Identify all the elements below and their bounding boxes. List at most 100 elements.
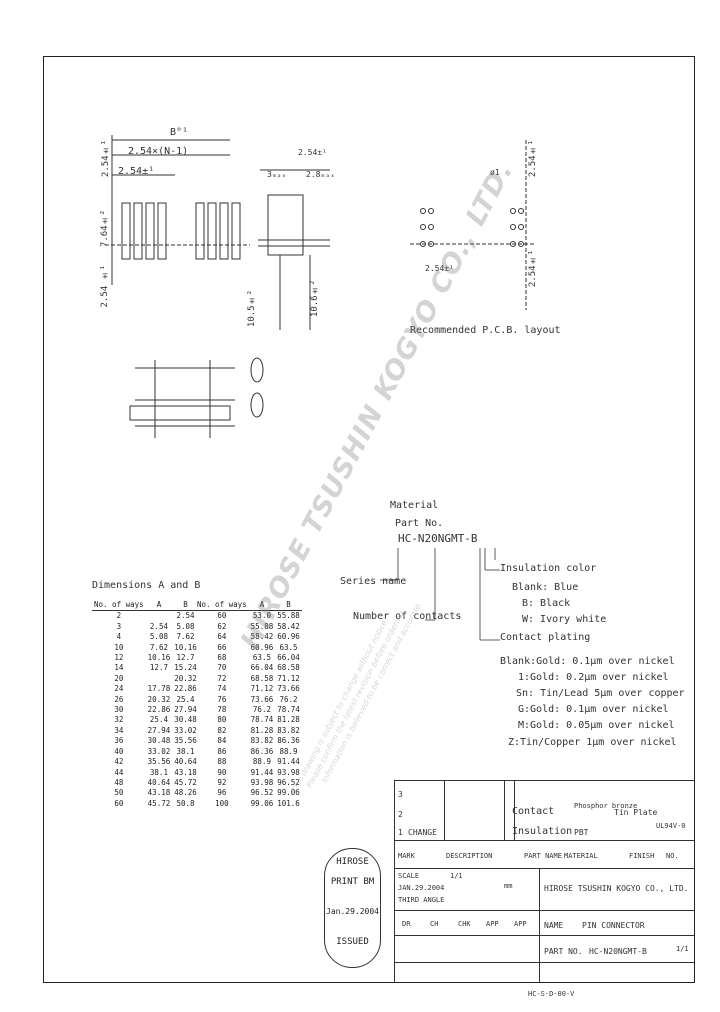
drawing-sheet	[43, 56, 695, 983]
table-cell: 14	[114, 663, 124, 673]
table-cell: 66.04	[250, 663, 274, 673]
table-cell: 35.56	[174, 736, 197, 746]
table-cell: 78	[217, 705, 227, 715]
part-no-value-tb: HC-N20NGMT-B	[589, 947, 647, 956]
table-cell: 20.32	[147, 694, 171, 704]
scale-value: 1/1	[450, 872, 463, 880]
table-cell: 90	[217, 767, 227, 777]
table-cell: 7.62	[176, 632, 195, 642]
table-cell: 72	[217, 673, 227, 683]
table-cell: 2	[116, 611, 122, 621]
table-cell: 32	[114, 715, 124, 725]
table-cell: 60	[217, 611, 227, 621]
rev-change: CHANGE	[408, 828, 437, 837]
table-cell: 81.28	[250, 725, 274, 735]
plating-option-4: G:Gold: 0.1μm over nickel	[518, 704, 669, 715]
table-cell: 68.58	[277, 663, 300, 673]
contact-label: Contact	[512, 806, 555, 817]
pcb-vert-dim1: 2.54±¹	[528, 140, 538, 178]
table-cell: 100	[215, 798, 229, 808]
color-option-2: B: Black	[522, 598, 571, 609]
contact-plating-label: Contact plating	[500, 632, 591, 643]
insulation-label: Insulation	[512, 826, 573, 837]
table-cell: 86.36	[250, 746, 274, 756]
table-cell: 60.96	[250, 642, 274, 652]
insulation-grade: UL94V-0	[656, 822, 686, 830]
side-dim-pitch: 2.54±¹	[298, 148, 327, 157]
table-cell: 48.26	[174, 788, 197, 798]
table-cell: 40.64	[147, 777, 171, 787]
role-dr: DR	[402, 920, 411, 928]
table-cell: 27.94	[147, 725, 171, 735]
dim-vert-height: 7.64±²	[100, 210, 110, 248]
table-cell: 58.42	[277, 621, 300, 631]
table-cell: 78.74	[277, 705, 300, 715]
issued-stamp: HIROSE PRINT BM Jan.29.2004 ISSUED	[324, 848, 381, 968]
table-cell: 82	[217, 725, 227, 735]
insulation-value: PBT	[574, 828, 589, 837]
table-cell: 4	[116, 632, 122, 642]
table-cell: 45.72	[147, 798, 171, 808]
table-cell: 63.5	[279, 642, 298, 652]
table-cell: 33.02	[174, 725, 197, 735]
table-cell: 81.28	[277, 715, 300, 725]
table-cell: 68.58	[250, 673, 274, 683]
part-name-header: PART NAME	[524, 852, 562, 860]
material-label: Material	[390, 500, 439, 511]
table-cell: 22.86	[147, 705, 171, 715]
role-ch: CH	[430, 920, 439, 928]
contact-value: Phosphor bronze	[574, 802, 638, 810]
table-cell: 86.36	[277, 736, 300, 746]
table-cell: 93.98	[250, 777, 274, 787]
table-cell: 96	[217, 788, 227, 798]
part-number-leader-lines	[380, 548, 500, 641]
title-block: 3 2 1 CHANGE Contact Phosphor bronze Tin…	[394, 780, 694, 982]
table-cell: 92	[217, 777, 227, 787]
dim-col-b: B	[172, 600, 199, 612]
table-cell: 36	[114, 736, 124, 746]
table-cell: 17.78	[147, 684, 171, 694]
table-cell: 42	[114, 757, 124, 767]
unit-value: mm	[504, 882, 513, 890]
table-cell: 25.4	[176, 694, 195, 704]
table-cell: 68	[217, 653, 227, 663]
table-cell: 71.12	[250, 684, 274, 694]
table-cell: 91.44	[277, 757, 300, 767]
table-cell: 76.2	[279, 694, 298, 704]
table-cell	[146, 611, 173, 622]
table-cell: 50.8	[176, 798, 195, 808]
table-cell: 22.86	[174, 684, 197, 694]
table-cell: 60.96	[277, 632, 300, 642]
contact-finish: Tin Plate	[614, 808, 658, 817]
table-cell: 80	[217, 715, 227, 725]
pcb-hole-dim: ø1	[490, 168, 500, 177]
table-cell: 63.5	[252, 653, 271, 663]
stamp-status: ISSUED	[336, 937, 369, 947]
plating-option-6: Z:Tin/Copper 1μm over nickel	[508, 737, 677, 748]
sheet-value: 1/1	[676, 945, 689, 953]
table-cell: 76	[217, 694, 227, 704]
table-cell: 58.42	[250, 632, 274, 642]
table-cell: 96.52	[277, 777, 300, 787]
table-cell: 62	[217, 621, 227, 631]
table-cell: 71.12	[277, 673, 300, 683]
detail-view-drawing	[129, 357, 264, 438]
dim-vert-top: 2.54±¹	[101, 140, 111, 178]
pcb-caption: Recommended P.C.B. layout	[410, 325, 561, 336]
table-cell: 7.62	[149, 642, 168, 652]
dim-pitch-n: 2.54×(N-1)	[128, 146, 189, 157]
table-cell: 40.64	[174, 757, 197, 767]
table-cell: 73.66	[277, 684, 300, 694]
